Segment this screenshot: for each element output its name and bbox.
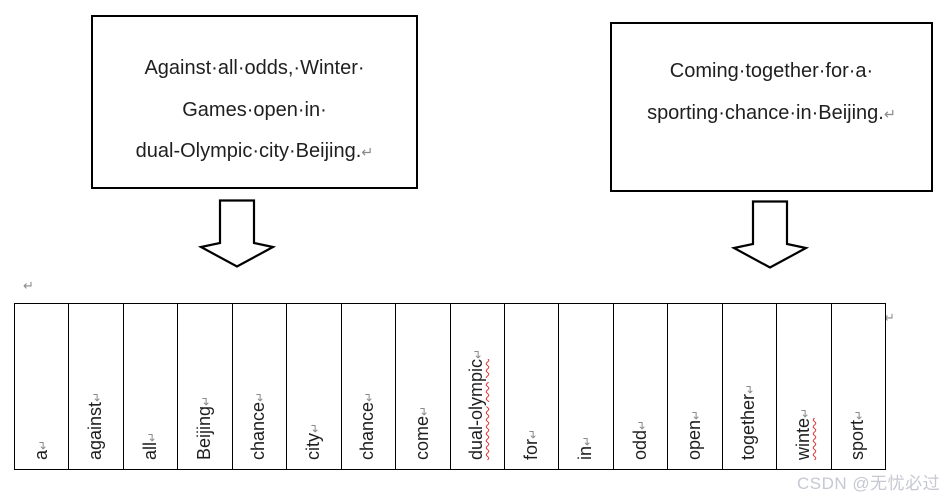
- paragraph-mark: ↵: [90, 391, 105, 402]
- paragraph-mark: ↵: [144, 431, 159, 442]
- paragraph-mark: ↵: [884, 310, 895, 325]
- table-cell[interactable]: chance↵: [340, 304, 395, 469]
- paragraph-mark: ↵: [852, 409, 867, 420]
- cell-word: together: [738, 393, 759, 460]
- headline-box-right[interactable]: Coming·together·for·a· sporting·chance·i…: [610, 22, 933, 192]
- headline-line: Against·all·odds,·Winter·: [93, 48, 416, 90]
- paragraph-mark: ↵: [307, 422, 322, 433]
- cell-word: in: [575, 445, 596, 460]
- headline-line: dual-Olympic·city·Beijing.↵: [93, 131, 416, 173]
- watermark: CSDN @无忧必过: [797, 474, 940, 493]
- cell-word: city: [302, 433, 323, 460]
- table-cell[interactable]: dual-olympic↵: [449, 304, 504, 469]
- paragraph-mark: ↵: [883, 106, 896, 123]
- cell-word-misspelled: dual-olympic: [466, 358, 487, 460]
- cell-word: open: [683, 419, 704, 460]
- paragraph-mark: ↵: [23, 278, 34, 293]
- paragraph-mark: ↵: [634, 419, 649, 430]
- table-cell[interactable]: in↵: [558, 304, 612, 469]
- headline-line: sporting·chance·in·Beijing.↵: [612, 93, 931, 135]
- headline-text: sporting·chance·in·Beijing.: [647, 101, 884, 124]
- cell-word: a: [30, 449, 51, 460]
- cell-word: for: [520, 438, 541, 460]
- paragraph-mark: ↵: [362, 391, 377, 402]
- word-table: a↵ against↵ all↵ Beijing↵ chance↵ city↵ …: [14, 303, 886, 470]
- table-cell[interactable]: together↵: [721, 304, 776, 469]
- cell-word: odd: [629, 429, 650, 460]
- table-cell[interactable]: Beijing↵: [177, 304, 231, 469]
- headline-text: dual-Olympic·city·Beijing.: [135, 140, 362, 162]
- cell-word: chance: [248, 401, 269, 460]
- table-cell[interactable]: sport↵: [830, 304, 885, 469]
- headline-line: Games·open·in·: [93, 90, 416, 132]
- paragraph-mark: ↵: [35, 439, 50, 450]
- cell-word: against: [85, 401, 106, 460]
- paragraph-mark: ↵: [580, 435, 595, 446]
- paragraph-mark: ↵: [688, 409, 703, 420]
- cell-word: all: [139, 441, 160, 460]
- headline-text: Games·open·in·: [182, 98, 327, 121]
- table-cell[interactable]: against↵: [68, 304, 122, 469]
- down-arrow-icon[interactable]: [731, 200, 809, 270]
- paragraph-mark: ↵: [525, 428, 540, 439]
- cell-word: Beijing: [194, 405, 215, 460]
- paragraph-mark: ↵: [471, 348, 486, 359]
- paragraph-mark: ↵: [416, 405, 431, 416]
- table-cell[interactable]: for↵: [503, 304, 558, 469]
- paragraph-mark: ↵: [361, 145, 374, 161]
- table-cell[interactable]: winte↵: [776, 304, 830, 469]
- table-cell[interactable]: a↵: [15, 304, 68, 469]
- cell-word-misspelled: winte: [792, 417, 813, 460]
- table-cell[interactable]: odd↵: [612, 304, 667, 469]
- table-cell[interactable]: open↵: [667, 304, 721, 469]
- cell-word: come: [411, 415, 432, 460]
- table-cell[interactable]: chance↵: [231, 304, 286, 469]
- cell-word: chance: [357, 401, 378, 460]
- table-cell[interactable]: city↵: [286, 304, 340, 469]
- headline-text: Against·all·odds,·Winter·: [144, 57, 365, 79]
- table-cell[interactable]: come↵: [395, 304, 449, 469]
- paragraph-mark: ↵: [743, 383, 758, 394]
- headline-box-left[interactable]: Against·all·odds,·Winter· Games·open·in·…: [91, 15, 418, 189]
- paragraph-mark: ↵: [253, 391, 268, 402]
- cell-word: sport: [847, 419, 868, 460]
- down-arrow-icon[interactable]: [198, 199, 276, 269]
- headline-text: Coming·together·for·a·: [669, 60, 874, 82]
- paragraph-mark: ↵: [797, 407, 812, 418]
- headline-line: Coming·together·for·a·: [612, 51, 931, 93]
- paragraph-mark: ↵: [199, 395, 214, 406]
- table-cell[interactable]: all↵: [122, 304, 177, 469]
